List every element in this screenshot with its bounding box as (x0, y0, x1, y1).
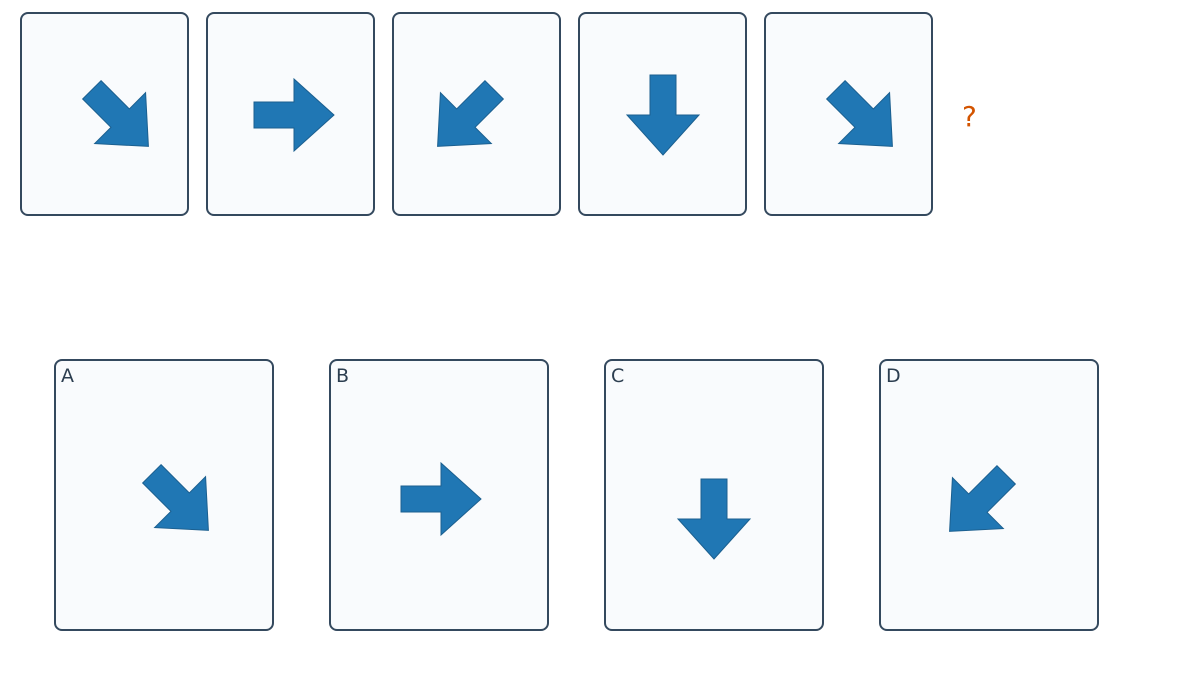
missing-panel-question-mark: ? (962, 100, 977, 133)
arrow-right-icon (400, 461, 482, 537)
arrow-down-right-icon (81, 79, 149, 147)
arrow-down-left-icon (437, 79, 505, 147)
option-label: D (886, 365, 901, 387)
arrow-down-icon (625, 74, 701, 156)
option-d-card[interactable]: D (879, 359, 1099, 631)
sequence-panel-3 (392, 12, 561, 216)
arrow-down-icon (676, 478, 752, 560)
sequence-panel-5 (764, 12, 933, 216)
option-label: C (611, 365, 625, 387)
sequence-panel-4 (578, 12, 747, 216)
option-c-card[interactable]: C (604, 359, 824, 631)
arrow-right-icon (253, 77, 335, 153)
arrow-down-right-icon (141, 463, 209, 531)
arrow-down-right-icon (825, 79, 893, 147)
sequence-panel-2 (206, 12, 375, 216)
option-a-card[interactable]: A (54, 359, 274, 631)
option-label: B (336, 365, 350, 387)
arrow-down-left-icon (949, 464, 1017, 532)
option-b-card[interactable]: B (329, 359, 549, 631)
sequence-panel-1 (20, 12, 189, 216)
option-label: A (61, 365, 74, 387)
